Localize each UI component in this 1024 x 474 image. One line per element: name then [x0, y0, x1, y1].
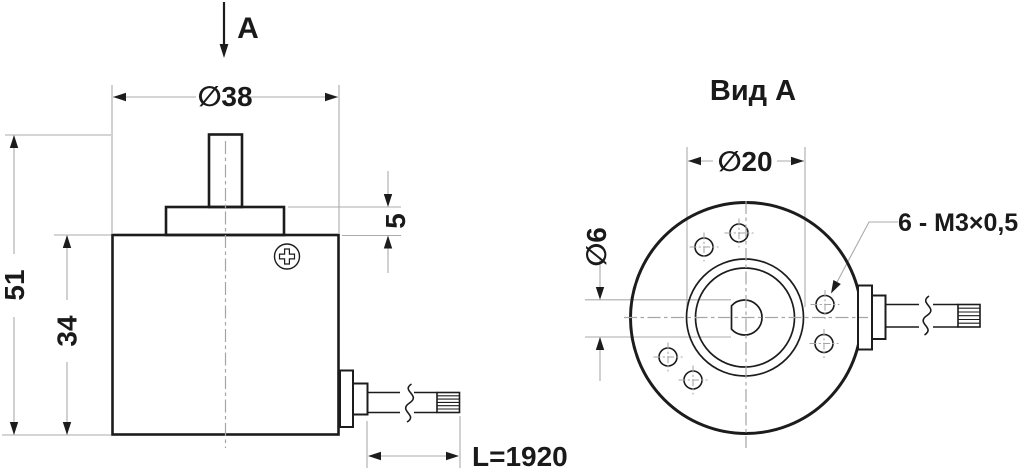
screw-cross: [278, 248, 296, 265]
dim-width-label: ∅38: [197, 81, 252, 112]
cable-gland-step2: [352, 382, 369, 416]
arrowhead: [383, 194, 393, 207]
wire-end: [957, 303, 981, 328]
cable-break-icon: [922, 295, 932, 336]
cable-assembly-side: [339, 369, 461, 428]
dim-flange-height-label: 5: [380, 213, 411, 229]
arrowhead: [62, 422, 72, 435]
wire-end: [436, 391, 461, 414]
leader-line: [831, 221, 898, 292]
arrowhead: [62, 235, 72, 248]
side-view-dimension-lines: [2, 85, 461, 468]
view-a-dimension-lines: [585, 147, 898, 381]
view-a: Вид А: [581, 75, 1018, 448]
arrowhead: [113, 92, 126, 102]
side-view: А: [0, 2, 568, 472]
screw-icon: [273, 243, 301, 270]
arrowhead: [325, 92, 338, 102]
holes-callout-label: 6 - М3×0,5: [898, 209, 1018, 237]
arrowhead: [368, 451, 381, 461]
screw-head-circle: [273, 243, 301, 270]
view-arrow-label: А: [237, 12, 259, 45]
arrowhead: [9, 135, 19, 148]
dim-flange-dia-label: ∅20: [717, 146, 772, 177]
dim-shaft-dia-label: ∅6: [581, 227, 612, 267]
boss-outer-circle: [685, 258, 805, 377]
cable-gland-step1: [339, 369, 354, 428]
dim-body-height-label: 34: [52, 315, 83, 347]
arrowhead: [9, 422, 19, 435]
view-direction-arrow: А: [219, 2, 259, 58]
dim-total-height-label: 51: [0, 269, 30, 300]
cable-assembly-view-a: [857, 284, 981, 351]
arrowhead: [595, 287, 605, 300]
arrowhead: [446, 451, 459, 461]
view-a-title: Вид А: [710, 75, 796, 107]
cable-break-icon: [404, 383, 415, 423]
arrowhead: [383, 235, 393, 249]
mounting-holes: [653, 218, 840, 395]
arrowhead: [595, 337, 605, 350]
arrowhead: [688, 156, 701, 166]
shaft-hole-with-flat: [730, 299, 763, 336]
arrowhead: [219, 44, 229, 58]
arrowhead: [791, 156, 804, 166]
side-view-dimension-labels: ∅38 51 34 5 L=1920: [0, 81, 568, 472]
view-a-dimension-labels: ∅20 ∅6 6 - М3×0,5: [581, 146, 1018, 267]
cable-gland-step2: [871, 294, 887, 340]
leader-arrowhead: [831, 280, 841, 294]
side-view-arrowheads: [9, 92, 459, 461]
view-a-arrowheads: [595, 156, 841, 350]
dim-cable-length-label: L=1920: [472, 441, 568, 472]
